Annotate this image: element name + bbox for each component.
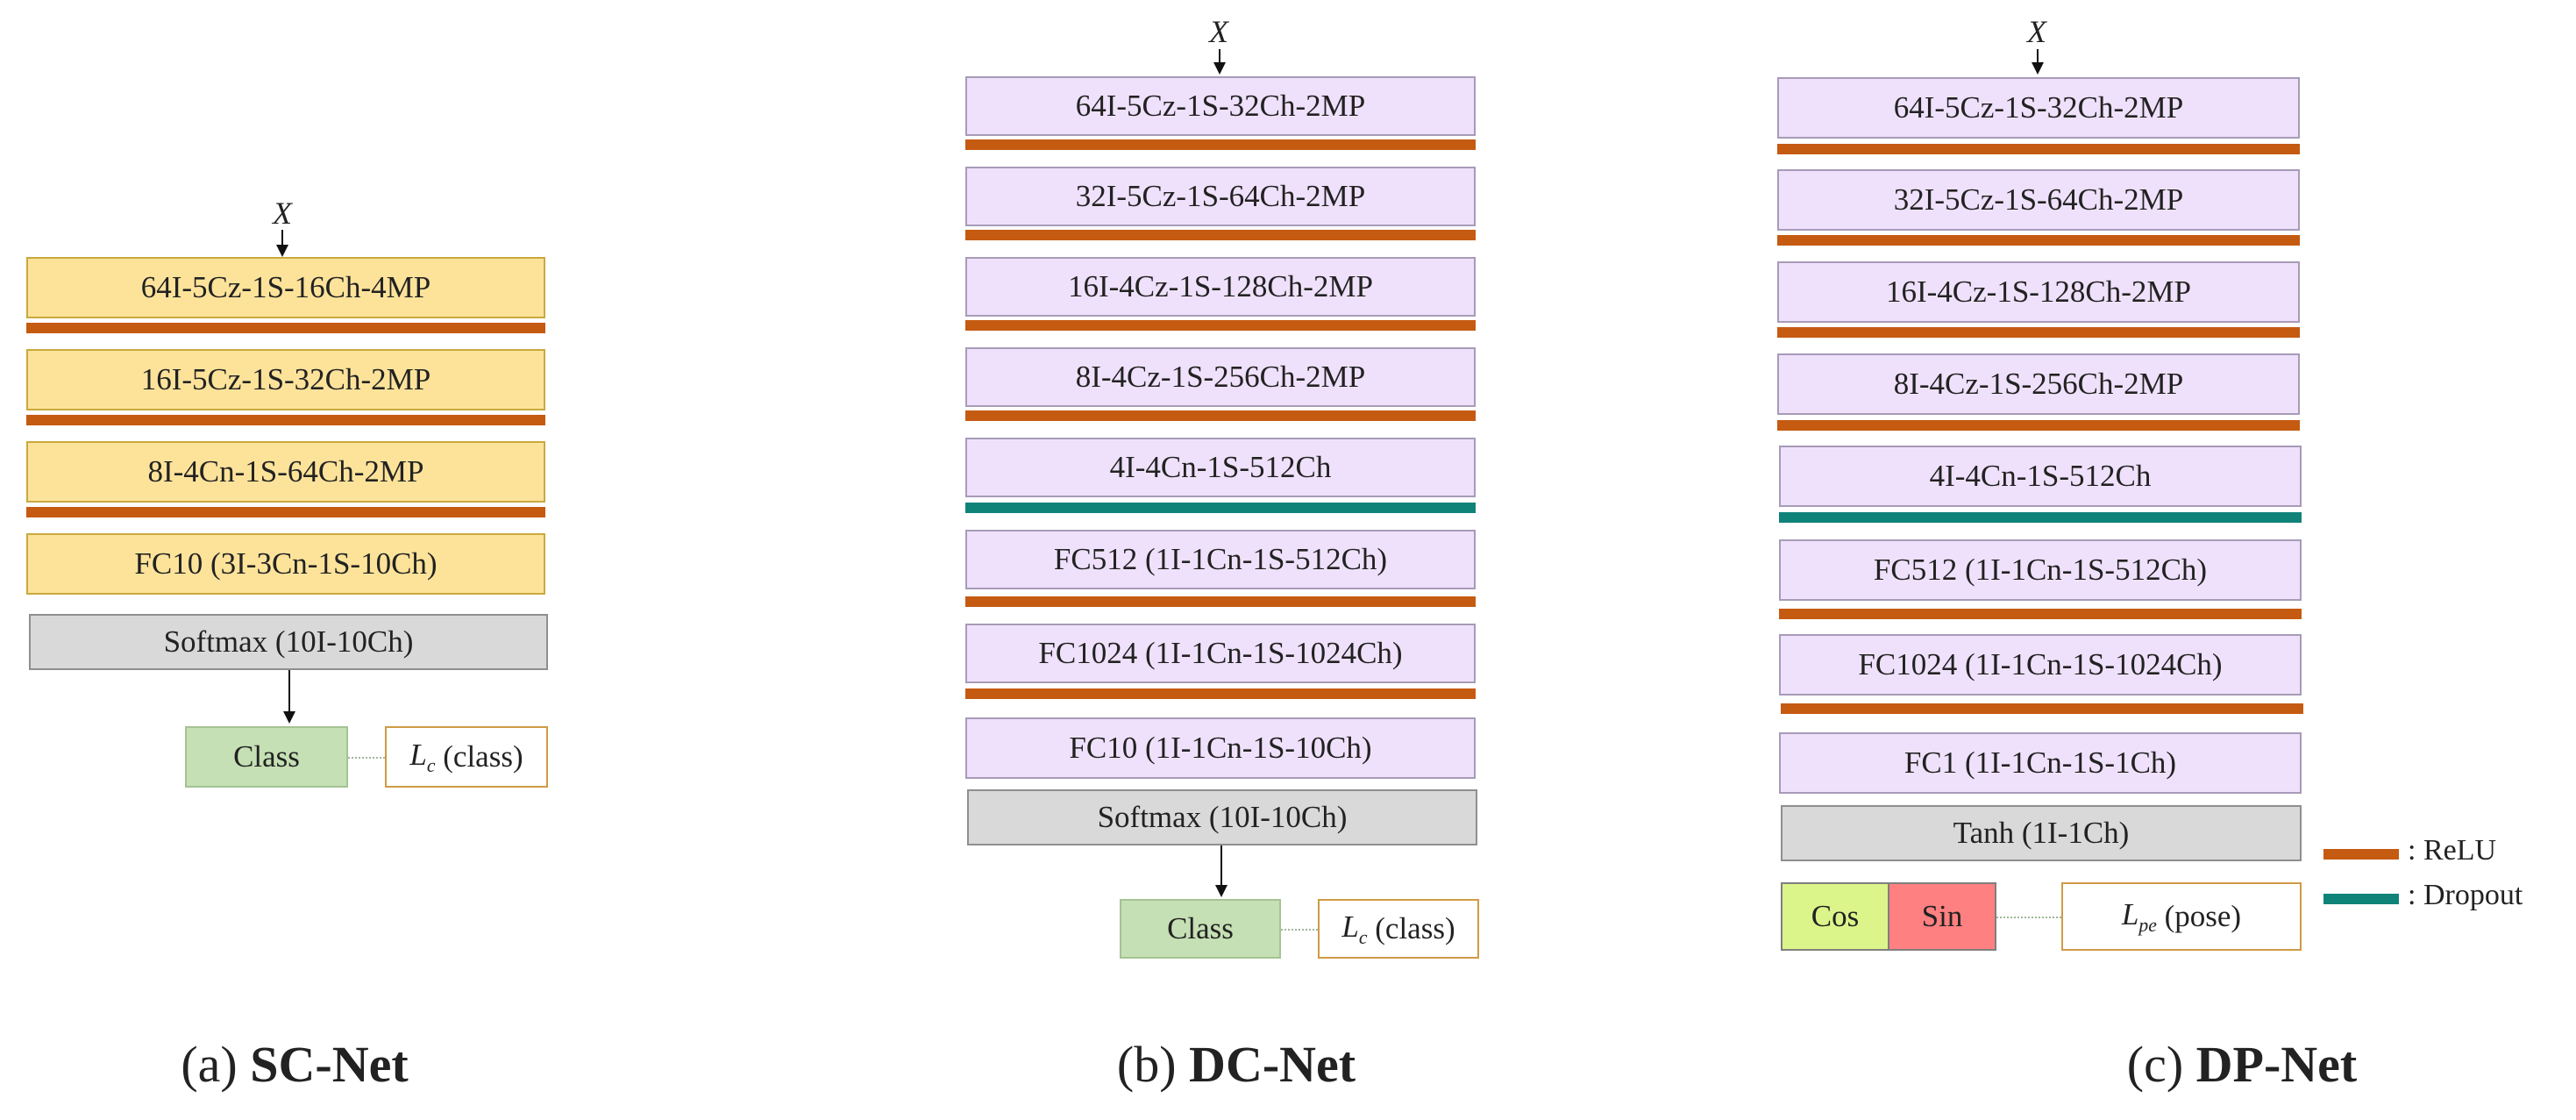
layer-conv-3: 8I-4Cn-1S-64Ch-2MP [26,441,545,503]
caption-sc-net: (a) SC-Net [181,1036,409,1093]
legend-dropout-swatch [2323,894,2399,904]
layer-conv-1: 64I-5Cz-1S-32Ch-2MP [1777,77,2300,139]
output-arrow-head [283,711,295,724]
relu-bar [1781,703,2303,714]
input-arrow [2037,49,2039,63]
relu-bar [26,415,545,425]
relu-bar [1777,235,2300,246]
layer-conv-2: 32I-5Cz-1S-64Ch-2MP [1777,169,2300,231]
loss-connector [1281,929,1318,931]
sin-output: Sin [1888,882,1996,951]
layer-fc1024: FC1024 (1I-1Cn-1S-1024Ch) [1779,634,2302,696]
loss-text: (pose) [2164,899,2242,933]
relu-bar [26,323,545,333]
legend-relu-swatch [2323,849,2399,860]
layer-fc512: FC512 (1I-1Cn-1S-512Ch) [965,530,1476,589]
relu-bar [965,320,1476,331]
relu-bar [965,230,1476,240]
layer-fc1024: FC1024 (1I-1Cn-1S-1024Ch) [965,624,1476,683]
layer-conv-4: 8I-4Cz-1S-256Ch-2MP [1777,353,2300,415]
input-x-label: X [1209,14,1228,49]
input-arrow-head [2032,62,2044,75]
relu-bar [965,139,1476,150]
layer-tanh: Tanh (1I-1Ch) [1781,805,2302,861]
output-arrow-head [1215,885,1228,897]
input-arrow [281,230,283,246]
input-x-label: X [273,196,292,231]
dropout-bar [965,503,1476,513]
layer-fc10: FC10 (1I-1Cn-1S-10Ch) [965,717,1476,779]
layer-conv-4: 8I-4Cz-1S-256Ch-2MP [965,347,1476,407]
relu-bar [965,596,1476,607]
layer-fc10: FC10 (3I-3Cn-1S-10Ch) [26,533,545,595]
relu-bar [1777,144,2300,154]
layer-conv-1: 64I-5Cz-1S-16Ch-4MP [26,257,545,318]
layer-fc512: FC512 (1I-1Cn-1S-512Ch) [1779,539,2302,601]
output-arrow [1220,845,1222,886]
layer-conv-1: 64I-5Cz-1S-32Ch-2MP [965,76,1476,136]
relu-bar [965,688,1476,699]
relu-bar [1777,327,2300,338]
input-x-label: X [2027,14,2046,49]
layer-conv-5: 4I-4Cn-1S-512Ch [1779,446,2302,507]
cos-output: Cos [1781,882,1889,951]
loss-symbol: Lc [409,737,436,776]
class-output: Class [185,726,348,788]
layer-softmax: Softmax (10I-10Ch) [29,614,548,670]
layer-conv-2: 32I-5Cz-1S-64Ch-2MP [965,167,1476,226]
output-arrow [288,670,290,712]
relu-bar [26,507,545,517]
layer-softmax: Softmax (10I-10Ch) [967,789,1477,845]
class-output: Class [1120,899,1281,959]
relu-bar [1777,420,2300,431]
layer-conv-5: 4I-4Cn-1S-512Ch [965,438,1476,497]
input-arrow-head [276,245,288,257]
loss-symbol: Lpe [2121,896,2157,936]
loss-connector [1996,917,2061,918]
loss-text: (class) [1375,911,1455,945]
relu-bar [965,410,1476,421]
legend-dropout-label: : Dropout [2408,879,2523,911]
dropout-bar [1779,512,2302,523]
legend-relu-label: : ReLU [2408,834,2497,867]
caption-dc-net: (b) DC-Net [1116,1036,1356,1093]
caption-dp-net: (c) DP-Net [2126,1036,2358,1093]
loss-connector [348,757,385,759]
input-arrow-head [1213,62,1226,75]
loss-pose-box: Lpe (pose) [2061,882,2302,951]
layer-conv-3: 16I-4Cz-1S-128Ch-2MP [1777,261,2300,323]
relu-bar [1779,609,2302,619]
loss-class-box: Lc (class) [385,726,548,788]
input-arrow [1219,49,1220,63]
layer-conv-2: 16I-5Cz-1S-32Ch-2MP [26,349,545,410]
layer-fc1: FC1 (1I-1Cn-1S-1Ch) [1779,732,2302,794]
loss-class-box: Lc (class) [1318,899,1479,959]
layer-conv-3: 16I-4Cz-1S-128Ch-2MP [965,257,1476,317]
loss-symbol: Lc [1341,909,1368,948]
loss-text: (class) [443,739,523,774]
